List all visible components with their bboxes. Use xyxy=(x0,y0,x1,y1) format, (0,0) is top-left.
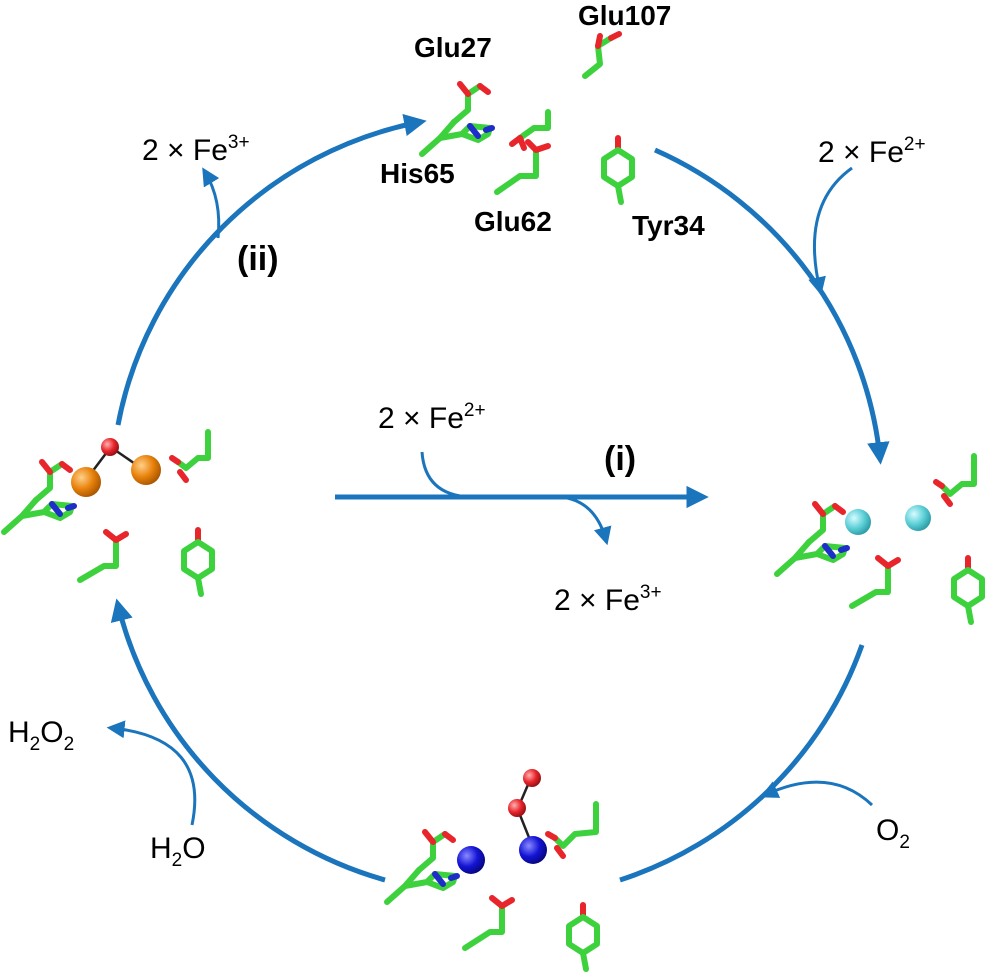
fe-ferrous-ion-2 xyxy=(905,505,931,531)
fe-ferric-ion-2 xyxy=(131,455,161,485)
pathway-i-fe3-out-arrow xyxy=(559,495,612,546)
h2o2-o: O xyxy=(40,716,64,749)
species-label-h2o2: H2O2 xyxy=(8,716,74,755)
apo-site-structure xyxy=(422,34,632,202)
pathway-i-fe2-in-arrow xyxy=(420,451,471,499)
h2o-to-h2o2-branch-arrow xyxy=(106,720,197,826)
o2-element: O xyxy=(876,814,900,847)
fe2-charge: 2+ xyxy=(903,134,926,155)
h2o-h: H xyxy=(150,832,172,865)
h2o2-h: H xyxy=(8,716,30,749)
species-label-fe3-pathway-i: 2 × Fe3+ xyxy=(554,583,662,617)
fe2-mid-charge: 2+ xyxy=(463,400,486,421)
cycle-arrow-top-right xyxy=(653,147,890,465)
species-label-fe2-pathway-i: 2 × Fe2+ xyxy=(378,401,486,435)
fe-peroxo-ion-2 xyxy=(519,836,547,864)
species-label-h2o: H2O xyxy=(150,832,206,871)
h2o2-h-subscript: 2 xyxy=(29,734,41,755)
bridging-oxygen-atom xyxy=(101,438,119,456)
peroxo-oxygen-atom-2 xyxy=(508,799,526,817)
fe3-charge: 3+ xyxy=(227,132,250,153)
fe-ferrous-ion-1 xyxy=(845,509,871,535)
h2o-o: O xyxy=(182,832,206,865)
residue-label-glu107: Glu107 xyxy=(578,0,672,31)
peroxo-oxygen-atom-1 xyxy=(523,769,541,787)
fe3-coefficient: 2 × Fe xyxy=(142,134,228,167)
fe2-mid-coefficient: 2 × Fe xyxy=(378,402,464,435)
release-fe3-branch-arrow xyxy=(202,167,221,239)
species-label-fe3-released: 2 × Fe3+ xyxy=(142,133,250,167)
residue-label-his65: His65 xyxy=(380,158,455,189)
pathway-label-i: (i) xyxy=(604,440,637,478)
cycle-arrow-bottom-right xyxy=(619,644,865,883)
h2o2-o-subscript: 2 xyxy=(63,734,75,755)
uptake-fe2-branch-arrow xyxy=(808,166,853,296)
h2o-h-subscript: 2 xyxy=(171,850,183,871)
pathway-label-ii: (ii) xyxy=(237,240,279,278)
fe-peroxo-ion-1 xyxy=(457,846,485,874)
fe3-mid-coefficient: 2 × Fe xyxy=(554,584,640,617)
o2-subscript: 2 xyxy=(899,832,910,853)
peroxo-site-structure xyxy=(387,769,597,969)
fe3-mid-charge: 3+ xyxy=(639,582,662,603)
fe2-coefficient: 2 × Fe xyxy=(818,136,904,169)
cycle-arrow-top-left xyxy=(115,113,427,426)
fe-ferric-ion-1 xyxy=(71,467,101,497)
species-label-fe2-uptake: 2 × Fe2+ xyxy=(818,135,926,169)
residue-label-glu62: Glu62 xyxy=(474,206,552,237)
uptake-o2-branch-arrow xyxy=(760,780,874,807)
cycle-arrow-bottom-left xyxy=(110,598,386,883)
residue-label-glu27: Glu27 xyxy=(414,32,492,63)
species-label-o2: O2 xyxy=(876,814,910,853)
diferric-oxo-site-structure xyxy=(4,429,212,594)
diferrous-site-structure xyxy=(777,453,982,622)
residue-label-tyr34: Tyr34 xyxy=(632,210,705,241)
